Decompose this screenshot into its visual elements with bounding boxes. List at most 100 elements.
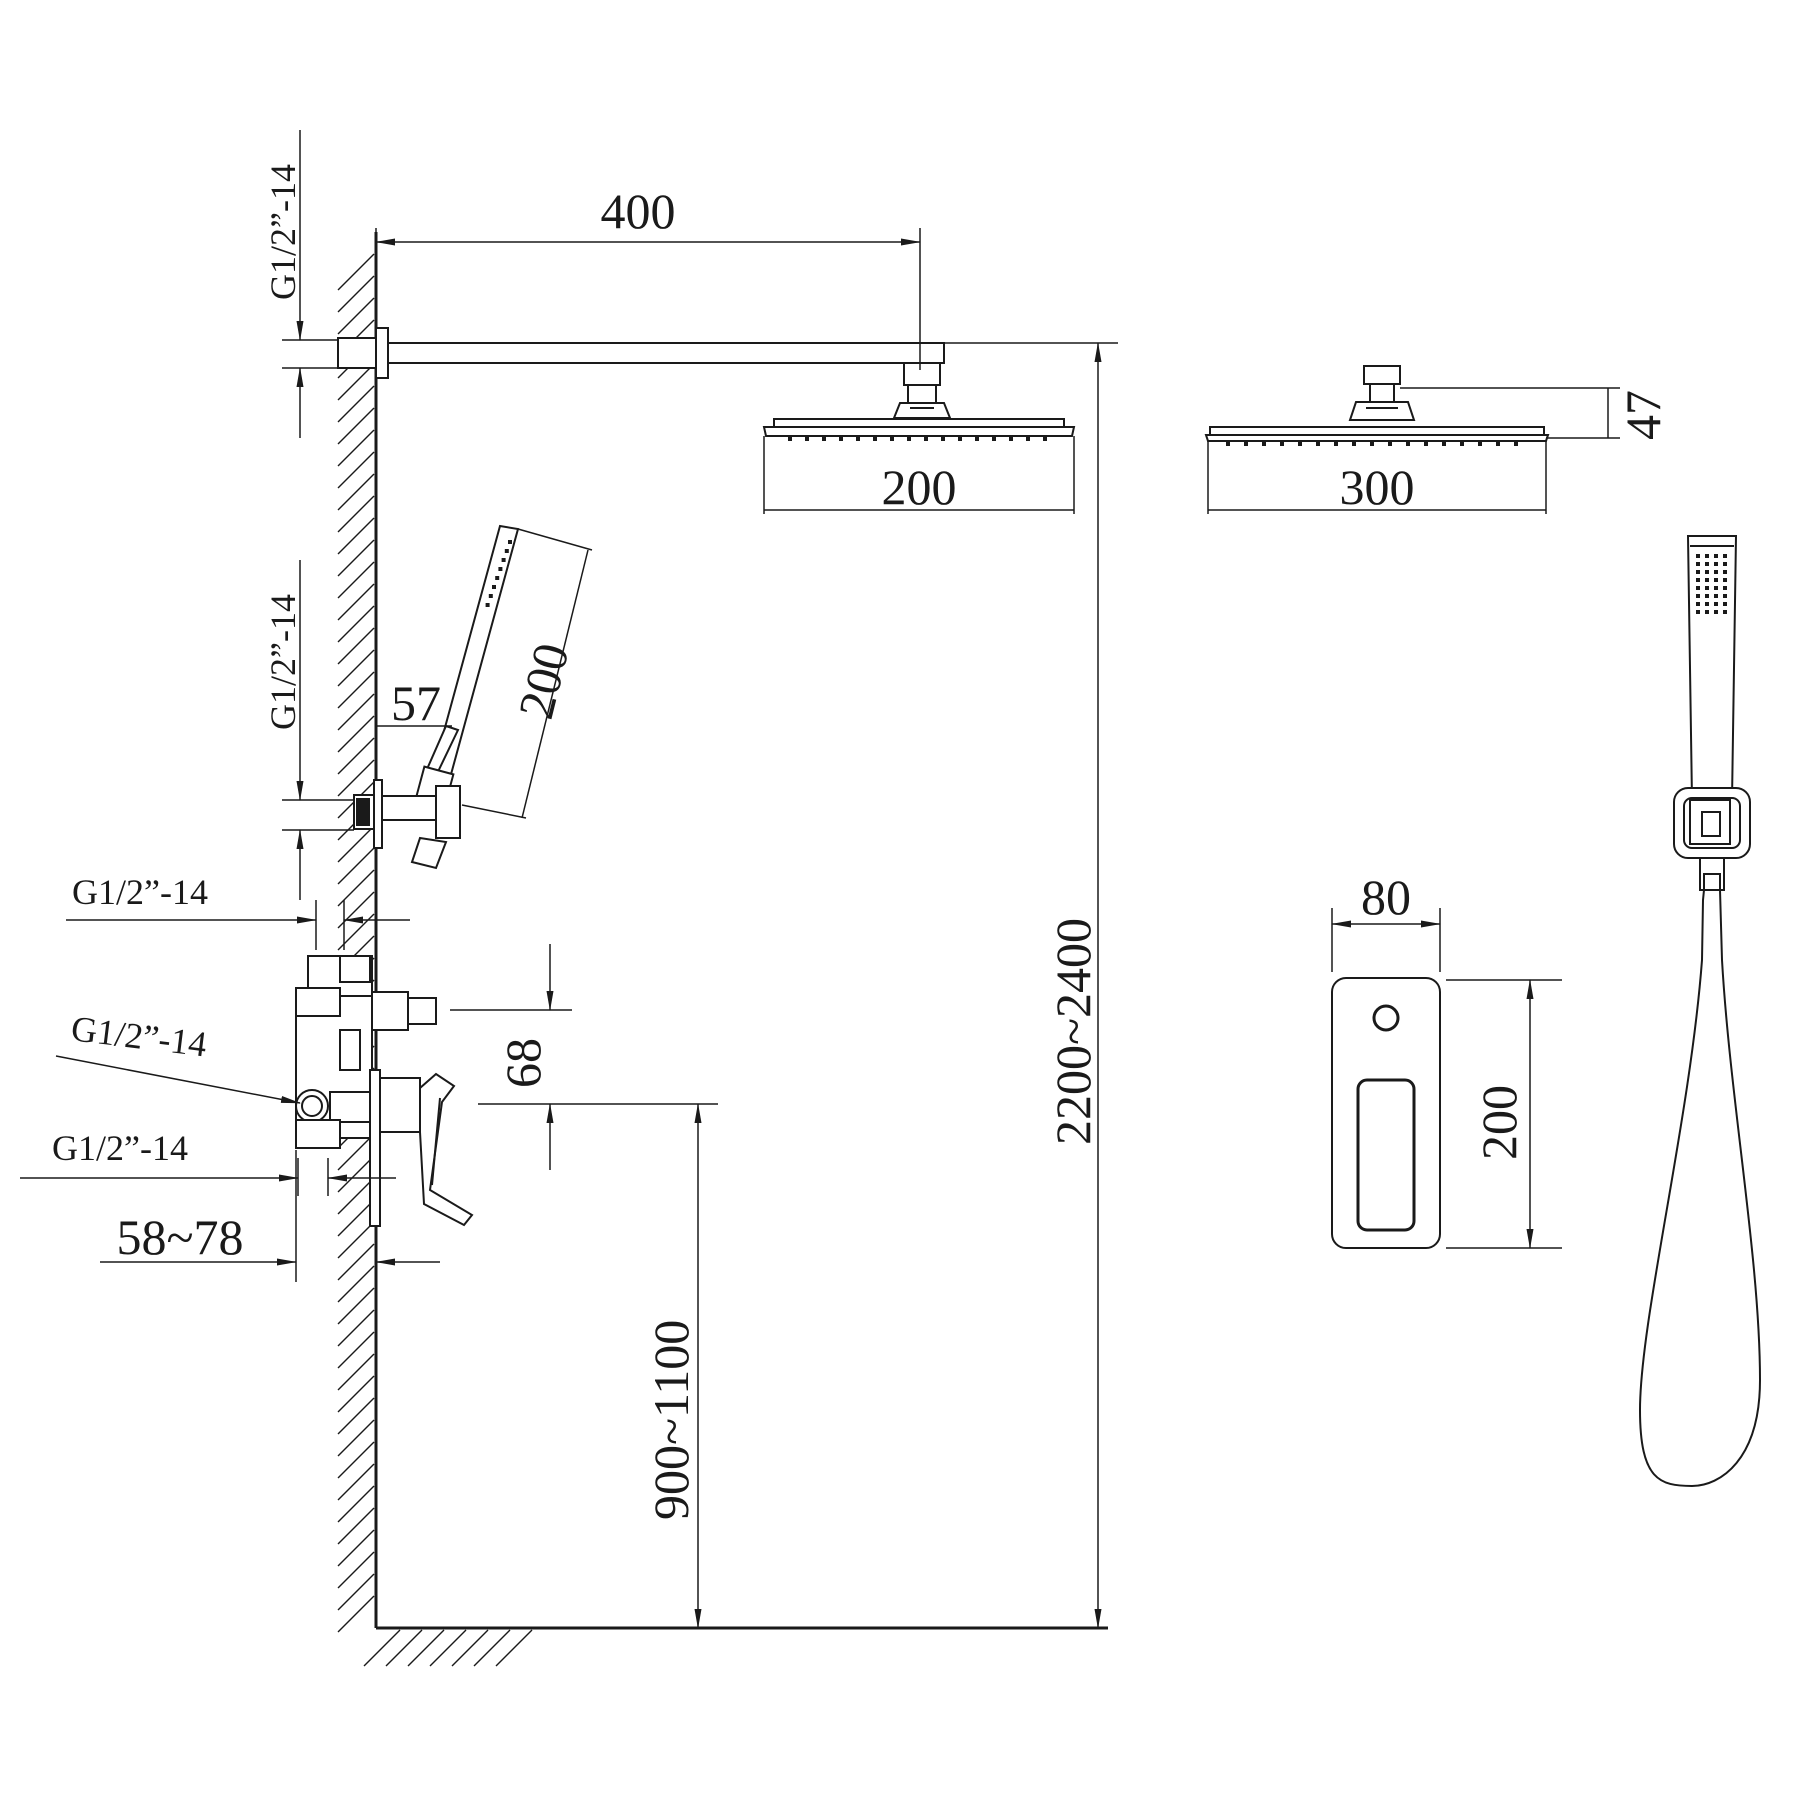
hand-shower-front [1638,535,1762,1488]
nozzle [1352,441,1356,446]
dim-head-small-width-label: 200 [882,459,957,515]
hatch-line [337,627,375,665]
hatch-line [337,1397,375,1435]
nozzle [1460,441,1464,446]
hatch-line [429,1629,467,1667]
hatch-line [337,473,375,511]
spray-hole [1696,610,1700,614]
hatch-line [407,1629,445,1667]
nozzle [1316,441,1320,446]
hatch-line [337,1353,375,1391]
hatch-line [337,385,375,423]
dim-head-large-width: 300 [1207,441,1547,515]
nozzle [788,436,792,441]
spray-hole [1723,594,1727,598]
spray-hole [1723,570,1727,574]
dim-arm-length-label: 400 [601,183,676,239]
spray-hole [485,603,490,607]
dim-valve-offset: 68 [450,944,718,1170]
spray-hole [1714,586,1718,590]
hatch-line [337,451,375,489]
dim-wall-depth-label: 58~78 [116,1209,243,1265]
dim-holder-offset-label: 57 [391,675,441,731]
nozzle [1334,441,1338,446]
spray-hole [1723,578,1727,582]
dim-plate-height: 200 [1446,979,1562,1249]
spray-hole [508,540,512,544]
hatch-line [337,253,375,291]
nozzle [941,436,945,441]
hatch-line [473,1629,511,1667]
shower-arm [337,327,952,419]
spray-hole [504,549,509,553]
nozzle [1388,441,1392,446]
nozzle [1280,441,1284,446]
hatch-line [337,1551,375,1589]
dim-wall-depth: 58~78 [100,1150,440,1282]
nozzle [1442,441,1446,446]
hatch-line [337,583,375,621]
wall-floor [337,232,1108,1667]
hatch-line [337,429,375,467]
hatch-line [337,715,375,753]
hatch-line [337,1463,375,1501]
spray-hole [1723,610,1727,614]
dim-total-height-label: 2200~2400 [1045,918,1101,1145]
dim-holder-offset: 57 [376,675,452,731]
hatch-line [337,297,375,335]
spray-hole [1696,602,1700,606]
dim-head-large-width-label: 300 [1340,459,1415,515]
hatch-line [337,1265,375,1303]
hatch-line [337,1243,375,1281]
nozzle [1262,441,1266,446]
dim-thread-valve-top: G1/2”-14 [66,872,410,950]
hatch-line [337,1331,375,1369]
dim-thread-arm-label: G1/2”-14 [263,164,303,300]
hatch-line [337,1309,375,1347]
nozzle [958,436,962,441]
spray-hole [492,585,496,589]
nozzle [839,436,843,441]
spray-hole [1705,570,1709,574]
nozzle [1514,441,1518,446]
hatch-line [337,407,375,445]
nozzle [1478,441,1482,446]
hatch-line [337,1419,375,1457]
dim-valve-offset-label: 68 [495,1038,551,1088]
spray-hole [1705,562,1709,566]
spray-hole [1705,602,1709,606]
spray-hole [1705,610,1709,614]
hatch-line [337,825,375,863]
nozzle [805,436,809,441]
hatch-line [337,1221,375,1259]
nozzle [924,436,928,441]
spray-hole [1696,594,1700,598]
dim-valve-height-label: 900~1100 [643,1320,699,1520]
dim-head-height-label: 47 [1615,390,1671,440]
spray-hole [1696,578,1700,582]
dim-thread-valve-side-label: G1/2”-14 [69,1008,209,1064]
hatch-line [337,1375,375,1413]
spray-hole [1696,554,1700,558]
hatch-line [337,1507,375,1545]
dim-thread-valve-side: G1/2”-14 [55,1008,301,1104]
hatch-line [337,1485,375,1523]
hatch-line [337,1287,375,1325]
spray-hole [1723,554,1727,558]
hatch-line [337,605,375,643]
spray-hole [1714,578,1718,582]
nozzle [822,436,826,441]
hatch-line [337,847,375,885]
rain-head-side [762,418,1076,441]
hatch-line [495,1629,533,1667]
nozzle [856,436,860,441]
hatch-line [337,1573,375,1611]
nozzle [1496,441,1500,446]
dim-thread-valve-bottom: G1/2”-14 [20,1128,396,1196]
nozzle [907,436,911,441]
nozzle [873,436,877,441]
hatch-line [451,1629,489,1667]
spray-hole [1714,562,1718,566]
spray-hole [1705,594,1709,598]
spray-hole [1723,562,1727,566]
